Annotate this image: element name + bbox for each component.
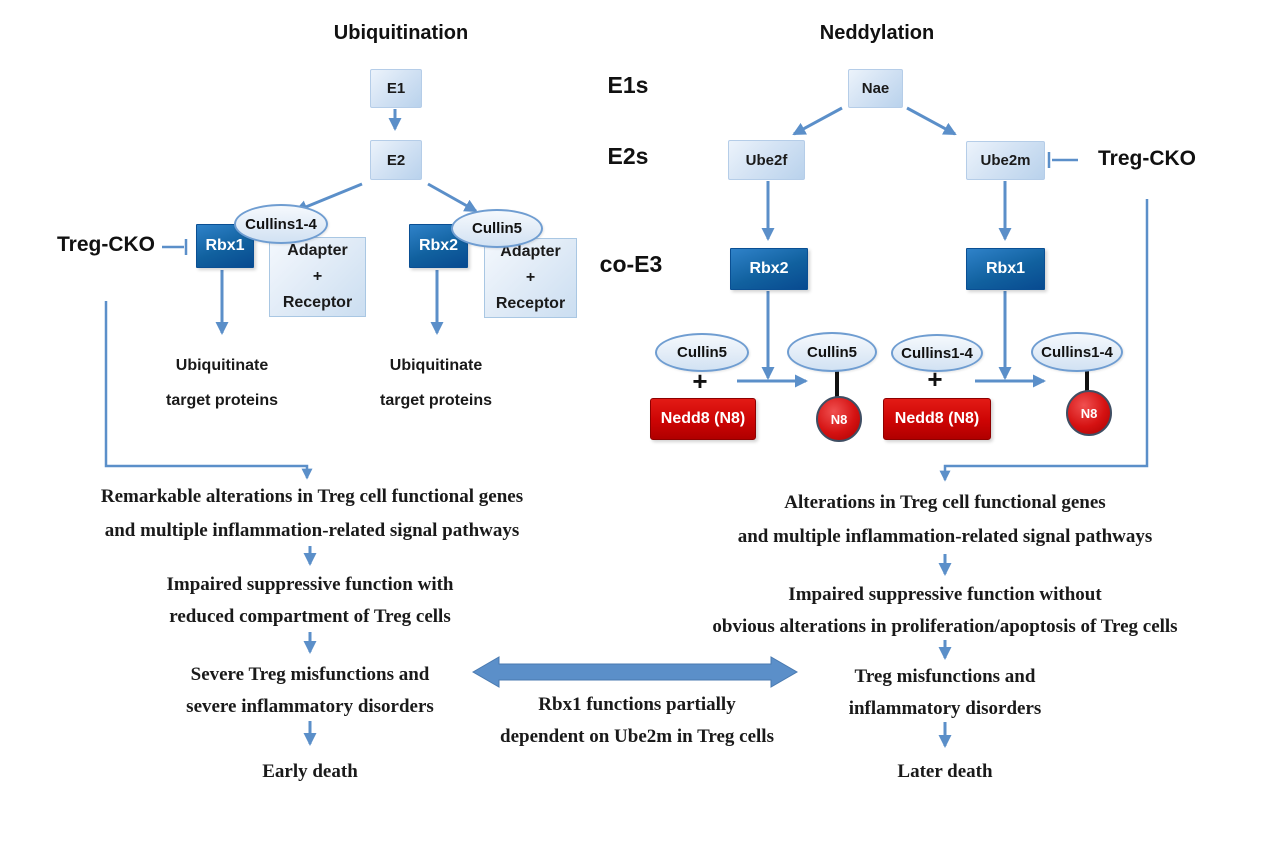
cullin5-label: Cullin5 [471, 220, 522, 237]
cullin5-ellipse-left: Cullin5 [451, 209, 543, 248]
cullin5-product-ellipse: Cullin5 [787, 332, 877, 372]
left-flow-line-4: reduced compartment of Treg cells [169, 606, 451, 627]
right-flow-line-1: Alterations in Treg cell functional gene… [784, 492, 1106, 513]
rbx1-label: Rbx1 [205, 237, 245, 254]
nae-label: Nae [861, 80, 890, 97]
cullins1-4-ellipse-left: Cullins1-4 [234, 204, 328, 244]
early-death-text: Early death [262, 761, 358, 782]
e2-label: E2 [386, 151, 406, 169]
center-note-line-2: dependent on Ube2m in Treg cells [500, 726, 774, 747]
ube2m-box: Ube2m [966, 141, 1045, 180]
cullins1-4-label: Cullins1-4 [1041, 343, 1113, 361]
adapter-receptor-box-1: Adapter + Receptor [269, 237, 366, 317]
ube2f-label: Ube2f [745, 151, 788, 169]
cullins1-4-product-ellipse: Cullins1-4 [1031, 332, 1123, 372]
n8-circle-1: N8 [816, 396, 862, 442]
rbx2-label: Rbx2 [418, 237, 459, 254]
adapter-label: Adapter [287, 242, 348, 259]
target-proteins-text-1: target proteins [165, 392, 279, 409]
left-flow-line-2: and multiple inflammation-related signal… [104, 520, 520, 541]
rbx1-box-right: Rbx1 [966, 248, 1045, 290]
connector-tregcko-left-flow [104, 301, 313, 480]
center-note-line-1: Rbx1 functions partially [538, 694, 736, 715]
cullins1-4-label: Cullins1-4 [901, 344, 973, 362]
right-flow-line-3: Impaired suppressive function without [788, 584, 1102, 605]
treg-cko-label-right: Treg-CKO [1098, 147, 1197, 170]
cullins1-4-reactant-ellipse: Cullins1-4 [891, 334, 983, 372]
nedd8-label: Nedd8 (N8) [894, 410, 980, 427]
cullins1-4-label: Cullins1-4 [245, 215, 317, 233]
right-flow-line-6: inflammatory disorders [848, 698, 1042, 719]
cullin5-reactant-ellipse: Cullin5 [655, 333, 749, 372]
left-flow-line-6: severe inflammatory disorders [186, 696, 434, 717]
target-proteins-text-2: target proteins [379, 392, 493, 409]
arrow-nae-ube2f [792, 106, 843, 136]
ubiquitinate-text-1: Ubiquitinate [175, 357, 269, 374]
inhibition-tbar-left [162, 239, 188, 255]
plus-label: + [525, 269, 536, 286]
title-neddylation: Neddylation [819, 22, 935, 44]
left-flow-line-5: Severe Treg misfunctions and [190, 664, 430, 685]
right-flow-line-5: Treg misfunctions and [854, 666, 1036, 687]
ube2f-box: Ube2f [728, 140, 805, 180]
cullin5-label: Cullin5 [676, 344, 727, 361]
receptor-label: Receptor [282, 294, 353, 311]
row-label-e2s: E2s [607, 143, 649, 169]
nedd8-label: Nedd8 (N8) [660, 410, 746, 427]
cullin5-label: Cullin5 [806, 343, 857, 361]
rbx1-label: Rbx1 [985, 260, 1026, 277]
adapter-receptor-box-2: Adapter + Receptor [484, 238, 577, 318]
plus-sign-1: + [692, 366, 708, 396]
plus-label: + [312, 268, 323, 285]
nedd8-box-1: Nedd8 (N8) [650, 398, 756, 440]
n8-label: N8 [830, 411, 848, 427]
n8-label: N8 [1080, 405, 1098, 421]
connector-tregcko-right-flow [939, 199, 1149, 482]
inhibition-tbar-right [1047, 152, 1078, 168]
treg-cko-label-left: Treg-CKO [57, 233, 156, 256]
adapter-label: Adapter [500, 243, 561, 260]
right-flow-line-2: and multiple inflammation-related signal… [737, 526, 1153, 547]
rbx2-box-right: Rbx2 [730, 248, 808, 290]
double-headed-comparison-arrow [471, 656, 799, 688]
title-ubiquitination: Ubiquitination [333, 22, 469, 44]
arrow-e2-complex2 [427, 182, 478, 213]
arrow-nae-ube2m [906, 106, 957, 136]
plus-sign-2: + [927, 364, 943, 394]
later-death-text: Later death [897, 761, 993, 782]
ubiquitinate-text-2: Ubiquitinate [389, 357, 483, 374]
ube2m-label: Ube2m [980, 152, 1031, 169]
row-label-e1s: E1s [607, 72, 649, 98]
receptor-label: Receptor [495, 295, 566, 312]
right-flow-line-4: obvious alterations in proliferation/apo… [712, 616, 1178, 637]
row-label-co-e3: co-E3 [599, 251, 663, 277]
n8-circle-2: N8 [1066, 390, 1112, 436]
nae-box: Nae [848, 69, 903, 108]
nedd8-box-2: Nedd8 (N8) [883, 398, 991, 440]
left-flow-line-1: Remarkable alterations in Treg cell func… [100, 486, 524, 507]
left-flow-line-3: Impaired suppressive function with [166, 574, 454, 595]
e1-label: E1 [386, 80, 406, 97]
rbx2-label: Rbx2 [749, 260, 789, 277]
e1-box: E1 [370, 69, 422, 108]
e2-box: E2 [370, 140, 422, 180]
